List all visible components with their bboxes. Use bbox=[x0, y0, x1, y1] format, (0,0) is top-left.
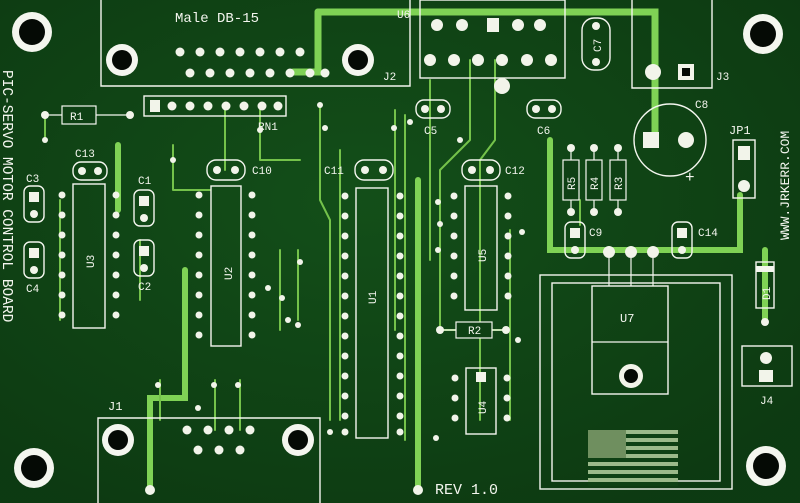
label-c7: C7 bbox=[593, 39, 605, 52]
label-j1: J1 bbox=[108, 400, 122, 414]
component-c10: C10 bbox=[206, 159, 272, 181]
component-c11: C11 bbox=[324, 159, 394, 181]
component-c8: C8 + bbox=[633, 100, 708, 187]
component-r2: R2 bbox=[436, 321, 510, 339]
component-rn1: RN1 bbox=[143, 95, 287, 134]
label-c6: C6 bbox=[537, 126, 550, 138]
component-jp1: JP1 bbox=[729, 124, 756, 199]
component-u1: U1 bbox=[341, 187, 404, 439]
label-c3: C3 bbox=[26, 174, 39, 186]
label-u7: U7 bbox=[620, 312, 634, 326]
label-c10: C10 bbox=[252, 166, 272, 178]
mounting-holes bbox=[12, 12, 786, 488]
label-j3: J3 bbox=[716, 72, 729, 84]
component-c14: C14 bbox=[671, 221, 718, 259]
label-u6: U6 bbox=[397, 10, 410, 22]
connector-j2: Male DB-15 J2 bbox=[100, 0, 411, 87]
component-c12: C12 bbox=[461, 159, 525, 181]
component-r5-r4-r3: R5 R4 R3 bbox=[562, 144, 627, 216]
connector-j4: J4 bbox=[741, 345, 793, 408]
component-c2: C2 bbox=[133, 239, 155, 294]
traces bbox=[44, 8, 768, 493]
revision-text: REV 1.0 bbox=[435, 482, 498, 499]
website-text: WWW.JRKERR.COM bbox=[778, 131, 793, 240]
label-c13: C13 bbox=[75, 149, 95, 161]
label-c5: C5 bbox=[424, 126, 437, 138]
component-u4: U4 bbox=[451, 367, 511, 435]
label-r5: R5 bbox=[567, 177, 579, 190]
component-c3: C3 bbox=[23, 174, 45, 223]
component-c6: C6 bbox=[526, 99, 562, 138]
flag-icon bbox=[588, 430, 678, 486]
label-j4: J4 bbox=[760, 396, 774, 408]
component-c9: C9 bbox=[564, 221, 602, 259]
label-c11: C11 bbox=[324, 166, 344, 178]
component-c7: C7 bbox=[581, 17, 611, 71]
component-c1: C1 bbox=[133, 176, 155, 227]
label-d1: D1 bbox=[762, 286, 774, 300]
label-c2: C2 bbox=[138, 282, 151, 294]
label-c14: C14 bbox=[698, 228, 718, 240]
vias bbox=[42, 102, 525, 495]
label-c4: C4 bbox=[26, 284, 40, 296]
label-r1: R1 bbox=[70, 112, 84, 124]
component-u7: U7 bbox=[539, 246, 733, 490]
label-plus: + bbox=[685, 169, 695, 187]
board-title: PIC-SERVO MOTOR CONTROL BOARD bbox=[0, 70, 14, 322]
connector-title: Male DB-15 bbox=[175, 11, 259, 27]
component-u5: U5 bbox=[450, 185, 512, 311]
component-u3: U3 bbox=[58, 183, 120, 329]
component-c5: C5 bbox=[415, 99, 451, 138]
label-c8: C8 bbox=[695, 100, 708, 112]
label-j2: J2 bbox=[383, 72, 396, 84]
component-u6: U6 bbox=[397, 0, 566, 94]
label-c12: C12 bbox=[505, 166, 525, 178]
component-d1: D1 bbox=[755, 261, 775, 326]
component-r1: R1 bbox=[41, 105, 134, 125]
label-u3: U3 bbox=[86, 255, 98, 268]
label-u5: U5 bbox=[478, 249, 490, 262]
label-u1: U1 bbox=[368, 290, 380, 304]
label-c1: C1 bbox=[138, 176, 152, 188]
label-r2: R2 bbox=[468, 326, 481, 338]
connector-j1: J1 bbox=[97, 400, 321, 503]
label-u2: U2 bbox=[224, 267, 236, 280]
label-r4: R4 bbox=[590, 176, 602, 190]
label-jp1: JP1 bbox=[729, 124, 751, 138]
connector-j3: J3 bbox=[631, 0, 729, 89]
label-rn1: RN1 bbox=[258, 122, 278, 134]
label-r3: R3 bbox=[614, 177, 626, 190]
component-c4: C4 bbox=[23, 241, 45, 296]
label-u4: U4 bbox=[478, 400, 490, 414]
component-c13: C13 bbox=[72, 149, 108, 181]
component-u2: U2 bbox=[195, 185, 256, 347]
label-c9: C9 bbox=[589, 228, 602, 240]
